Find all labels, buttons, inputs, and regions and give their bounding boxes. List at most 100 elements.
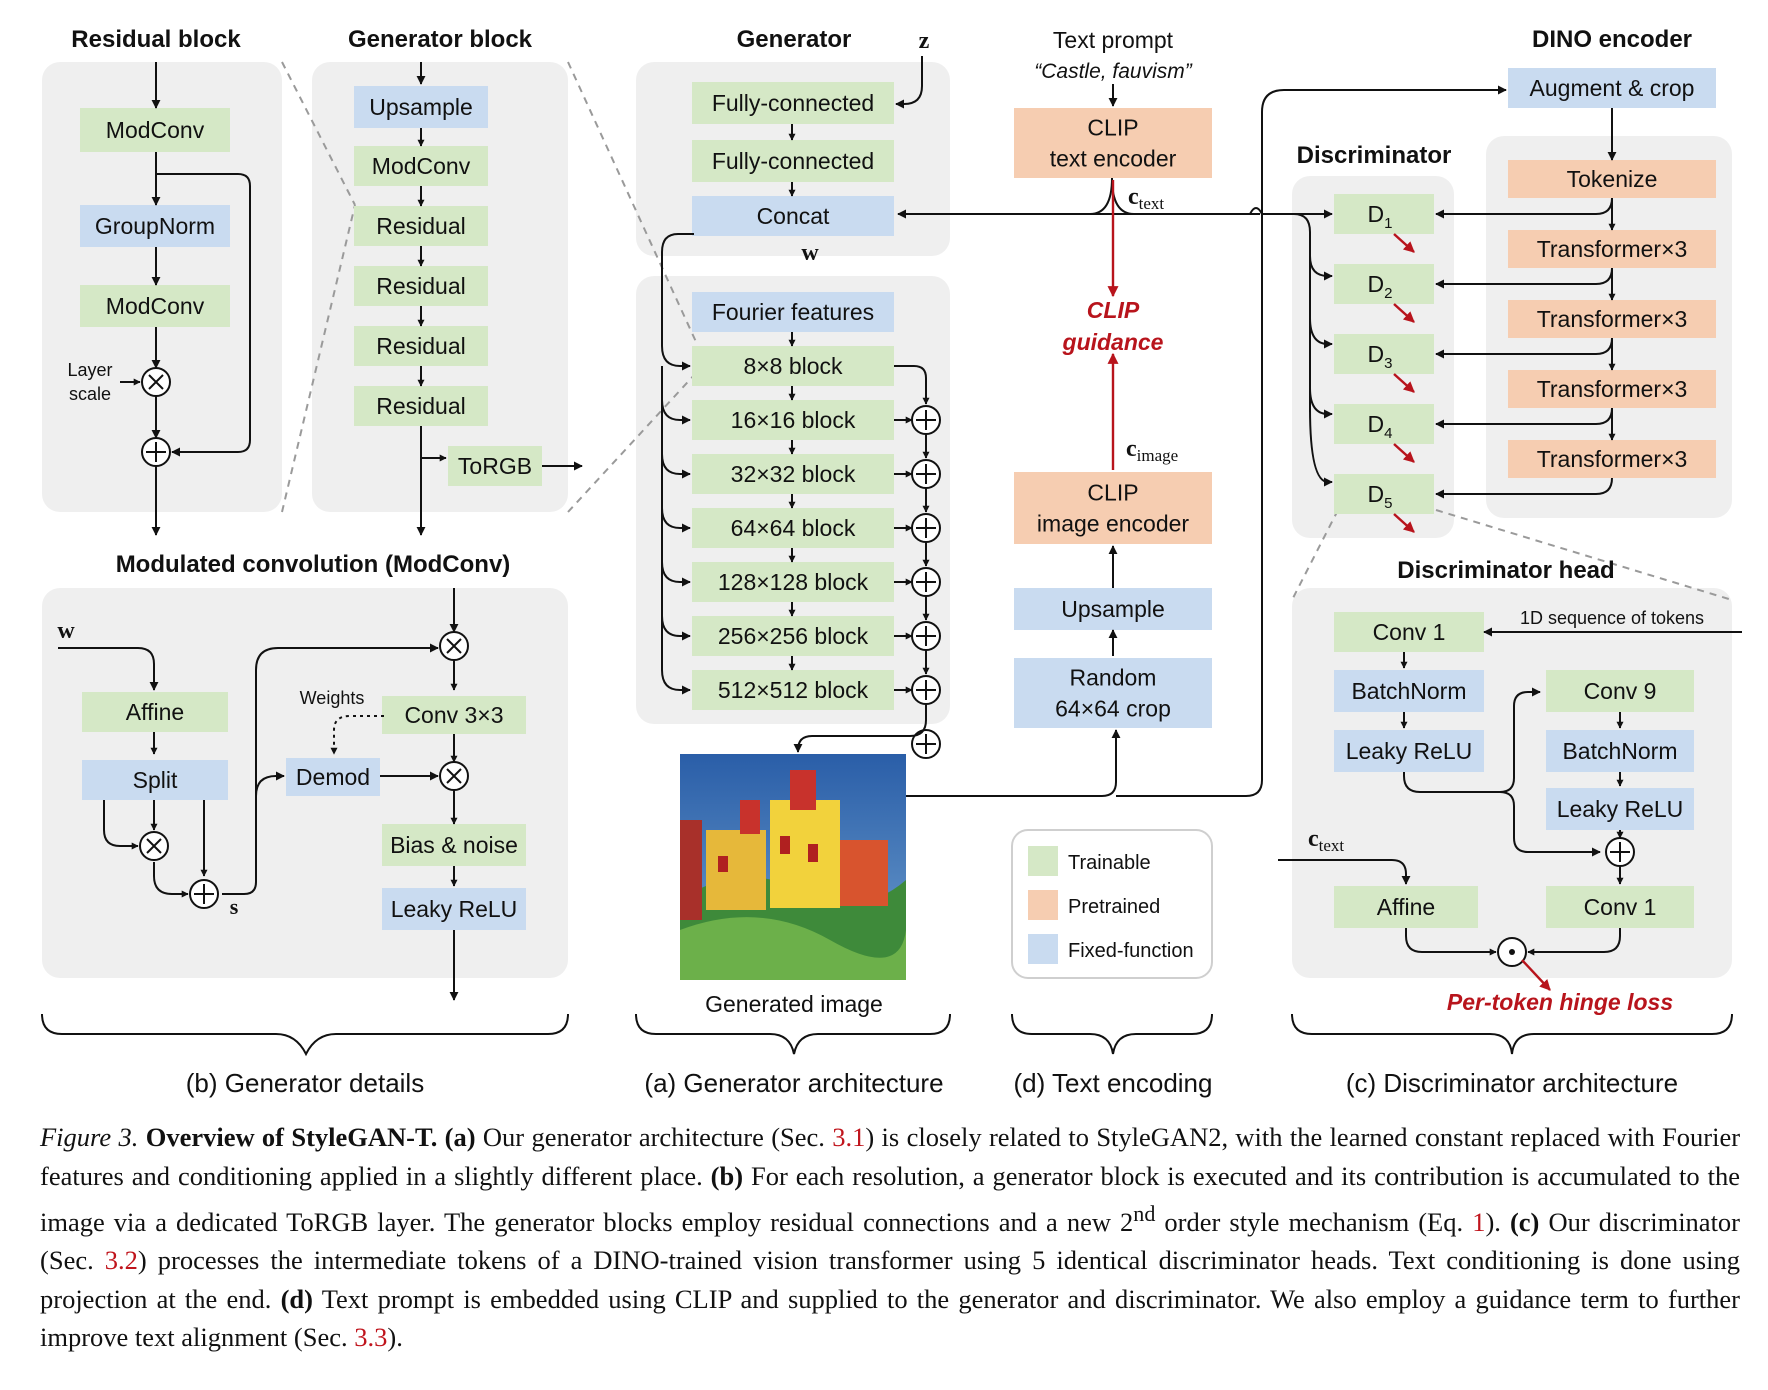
caption-title: Overview of StyleGAN-T. (145, 1122, 438, 1152)
add-operator (1605, 837, 1635, 867)
text-prompt-group: Text prompt “Castle, fauvism” (1034, 27, 1193, 83)
dh-conv9-box: Conv 9 (1546, 670, 1694, 712)
add-operator (141, 437, 171, 467)
clip-guidance-label: CLIP (1087, 297, 1140, 323)
c-image-symbol: cimage (1126, 436, 1178, 465)
legend-swatch (1028, 934, 1058, 964)
g-block-4-rect (692, 562, 894, 602)
g-concat-rect (692, 196, 894, 236)
caption-figure-number: Figure 3. (40, 1122, 139, 1152)
legend-swatch (1028, 846, 1058, 876)
w-symbol-modconv: w (57, 618, 75, 644)
rb-modconv-1-rect (80, 108, 230, 152)
caption-superscript: nd (1133, 1201, 1156, 1226)
multiply-operator (139, 831, 169, 861)
mc-split-rect (82, 760, 228, 800)
zoom-line (1435, 509, 1733, 601)
caption-ref-link[interactable]: 3.3 (354, 1322, 388, 1353)
painting-building (706, 830, 766, 910)
dh-lrelu-1-box: Leaky ReLU (1334, 730, 1484, 772)
w-symbol: w (801, 240, 819, 266)
caption-b-text: For each resolution, a generator block i… (40, 1160, 1740, 1237)
text-prompt-title: Text prompt (1053, 27, 1174, 53)
d-transformer-3-rect (1508, 370, 1716, 408)
d-augment-box: Augment & crop (1508, 68, 1716, 108)
discriminator-head-label: D5 (1368, 481, 1393, 512)
g-block-2-box: 32×32 block (692, 454, 894, 494)
add-operator (911, 567, 941, 597)
gb-residual-4-box: Residual (354, 386, 488, 426)
caption-d-text: ). (387, 1322, 403, 1353)
mc-bias-box: Bias & noise (382, 824, 526, 866)
discriminator-head-rect (1334, 264, 1434, 304)
painting-tower (740, 800, 760, 834)
g-fourier-box: Fourier features (692, 292, 894, 332)
caption-ref-link[interactable]: 1 (1472, 1206, 1486, 1237)
dh-conv1-out-box: Conv 1 (1546, 886, 1694, 928)
painting-window (808, 844, 818, 862)
caption-a-tag: (a) (444, 1122, 476, 1152)
brace-labels: (b) Generator details (a) Generator arch… (186, 1068, 1678, 1098)
weights-label: Weights (300, 688, 365, 708)
caption-b-text: order style mechanism (Eq. (1164, 1206, 1464, 1237)
discriminator-head-rect (1334, 334, 1434, 374)
dh-lrelu-2-rect (1546, 788, 1694, 830)
z-symbol: z (919, 28, 930, 54)
mc-lrelu-box: Leaky ReLU (382, 888, 526, 930)
g-block-2-rect (692, 454, 894, 494)
zoom-line (1291, 509, 1339, 601)
text-prompt-value: “Castle, fauvism” (1034, 60, 1193, 83)
dh-conv1-in-rect (1334, 612, 1484, 652)
brace-b (41, 1013, 569, 1057)
g-block-5-box: 256×256 block (692, 616, 894, 656)
gb-residual-1-rect (354, 206, 488, 246)
legend-label: Trainable (1068, 852, 1151, 874)
painting-window (718, 856, 728, 872)
red-labels: CLIP guidance Per-token hinge loss (1062, 297, 1674, 1015)
d-transformer-1-box: Transformer×3 (1508, 230, 1716, 268)
zoom-line (567, 371, 698, 513)
d-transformer-3-box: Transformer×3 (1508, 370, 1716, 408)
panel-titles: Residual block Generator block Generator… (71, 26, 1692, 584)
caption-d-tag: (d) (280, 1283, 313, 1314)
painting-grass (680, 917, 906, 980)
mc-demod-box: Demod (286, 758, 380, 796)
mc-affine-rect (82, 692, 228, 732)
d-transformer-2-box: Transformer×3 (1508, 300, 1716, 338)
gb-residual-1-box: Residual (354, 206, 488, 246)
gb-residual-3-rect (354, 326, 488, 366)
gb-residual-2-box: Residual (354, 266, 488, 306)
discriminator-title: Discriminator (1297, 142, 1452, 169)
painting-window (780, 836, 790, 854)
dh-lrelu-1-rect (1334, 730, 1484, 772)
t-upsample-rect (1014, 588, 1212, 630)
discriminator-head-rect (1334, 474, 1434, 514)
g-block-3-box: 64×64 block (692, 508, 894, 548)
dh-conv9-rect (1546, 670, 1694, 712)
gb-residual-4-rect (354, 386, 488, 426)
multiply-operator (141, 367, 171, 397)
generated-image-label: Generated image (705, 991, 883, 1017)
discriminator-head-d1: D1 (1334, 194, 1434, 234)
label-generator-details: (b) Generator details (186, 1068, 424, 1098)
dh-affine-box: Affine (1334, 886, 1478, 928)
caption-ref-link[interactable]: 3.2 (104, 1245, 138, 1276)
dot-product-operator (1497, 937, 1527, 967)
d-transformer-4-box: Transformer×3 (1508, 440, 1716, 478)
connections (58, 56, 1742, 1001)
caption-ref-link[interactable]: 3.1 (832, 1122, 866, 1152)
caption-d-text: Text prompt is embedded using CLIP and s… (40, 1283, 1740, 1353)
g-block-4-box: 128×128 block (692, 562, 894, 602)
math-symbols: z w w s ctext cimage ctext (57, 28, 1344, 919)
c-text-symbol: ctext (1128, 184, 1164, 213)
painting-tower (790, 770, 816, 810)
g-fc-1-rect (692, 82, 894, 124)
multiply-operator (439, 761, 469, 791)
dh-affine-rect (1334, 886, 1478, 928)
dh-conv1-out-rect (1546, 886, 1694, 928)
dh-batchnorm-2-rect (1546, 730, 1694, 772)
generator-title: Generator (737, 26, 852, 53)
figure-caption: Figure 3. Overview of StyleGAN-T. (a) Ou… (40, 1118, 1740, 1357)
